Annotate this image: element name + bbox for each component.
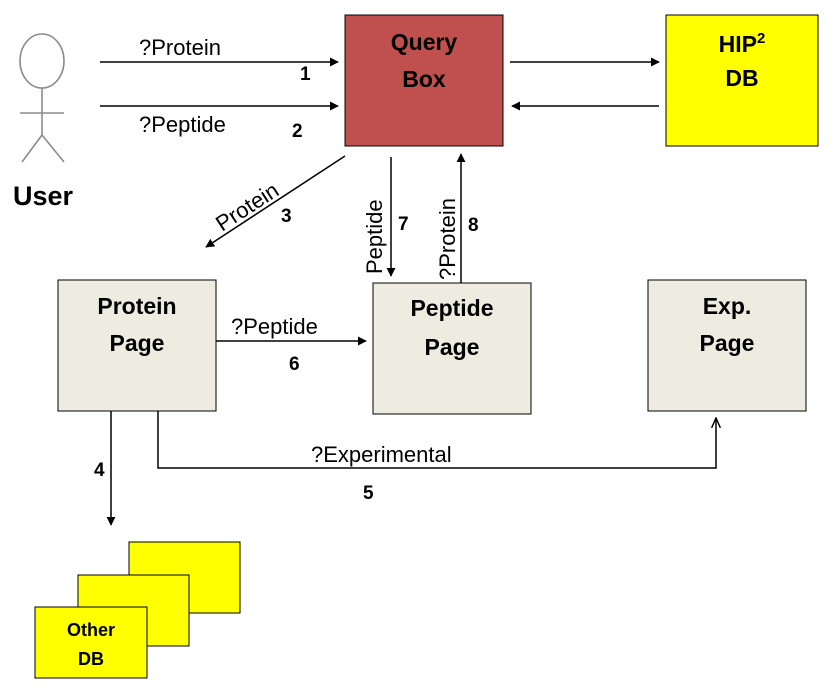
peptide-page-rect [372, 282, 532, 415]
hip2-db-line1: HIP2 [719, 30, 766, 57]
other-db-front-rect [34, 606, 148, 679]
protein-page-line2: Page [110, 330, 165, 356]
query-box-rect [344, 14, 504, 147]
user-head [19, 33, 65, 89]
user-actor [19, 33, 65, 163]
other-db-line2: DB [78, 649, 104, 669]
edge-3-label: Protein [211, 177, 283, 236]
edge-5-label: ?Experimental [311, 442, 452, 467]
edge-5-arrow [157, 411, 716, 469]
hip2-db-node: HIP2 DB [665, 14, 819, 147]
edge-7-step: 7 [398, 214, 409, 235]
protein-page-line1: Protein [97, 293, 176, 319]
edge-5-step: 5 [363, 483, 374, 504]
edge-6-label: ?Peptide [231, 314, 318, 339]
edge-8-step: 8 [468, 215, 479, 236]
edge-1-label: ?Protein [139, 35, 221, 60]
hip2-db-name: HIP [719, 31, 757, 57]
exp-page-line1: Exp. [703, 293, 752, 319]
peptide-page-line2: Page [425, 334, 480, 360]
hip2-db-superscript: 2 [757, 30, 765, 47]
protein-page-node: Protein Page [57, 279, 217, 412]
exp-page-rect [647, 279, 807, 412]
user-label: User [13, 181, 74, 211]
exp-page-node: Exp. Page [647, 279, 807, 412]
query-box-line1: Query [391, 29, 458, 55]
protein-page-rect [57, 279, 217, 412]
hip2-db-rect [665, 14, 819, 147]
other-db-line1: Other [67, 620, 115, 640]
user-right-leg [41, 134, 65, 163]
edge-7-label: Peptide [362, 199, 387, 274]
edge-6-step: 6 [289, 354, 300, 375]
edge-3-arrow [205, 155, 346, 248]
edge-4-step: 4 [94, 460, 105, 481]
query-box-line2: Box [402, 66, 446, 92]
edge-3-step: 3 [281, 206, 292, 227]
edge-2-label: ?Peptide [139, 112, 226, 137]
edge-2-step: 2 [292, 121, 303, 142]
user-left-leg [21, 134, 43, 163]
exp-page-line2: Page [700, 330, 755, 356]
peptide-page-node: Peptide Page [372, 282, 532, 415]
query-box-node: Query Box [344, 14, 504, 147]
edge-1-step: 1 [300, 64, 311, 85]
hip2-db-line2: DB [725, 65, 758, 91]
peptide-page-line1: Peptide [410, 295, 493, 321]
edge-8-label: ?Protein [435, 198, 460, 280]
other-db-stack: Other DB [34, 541, 241, 679]
